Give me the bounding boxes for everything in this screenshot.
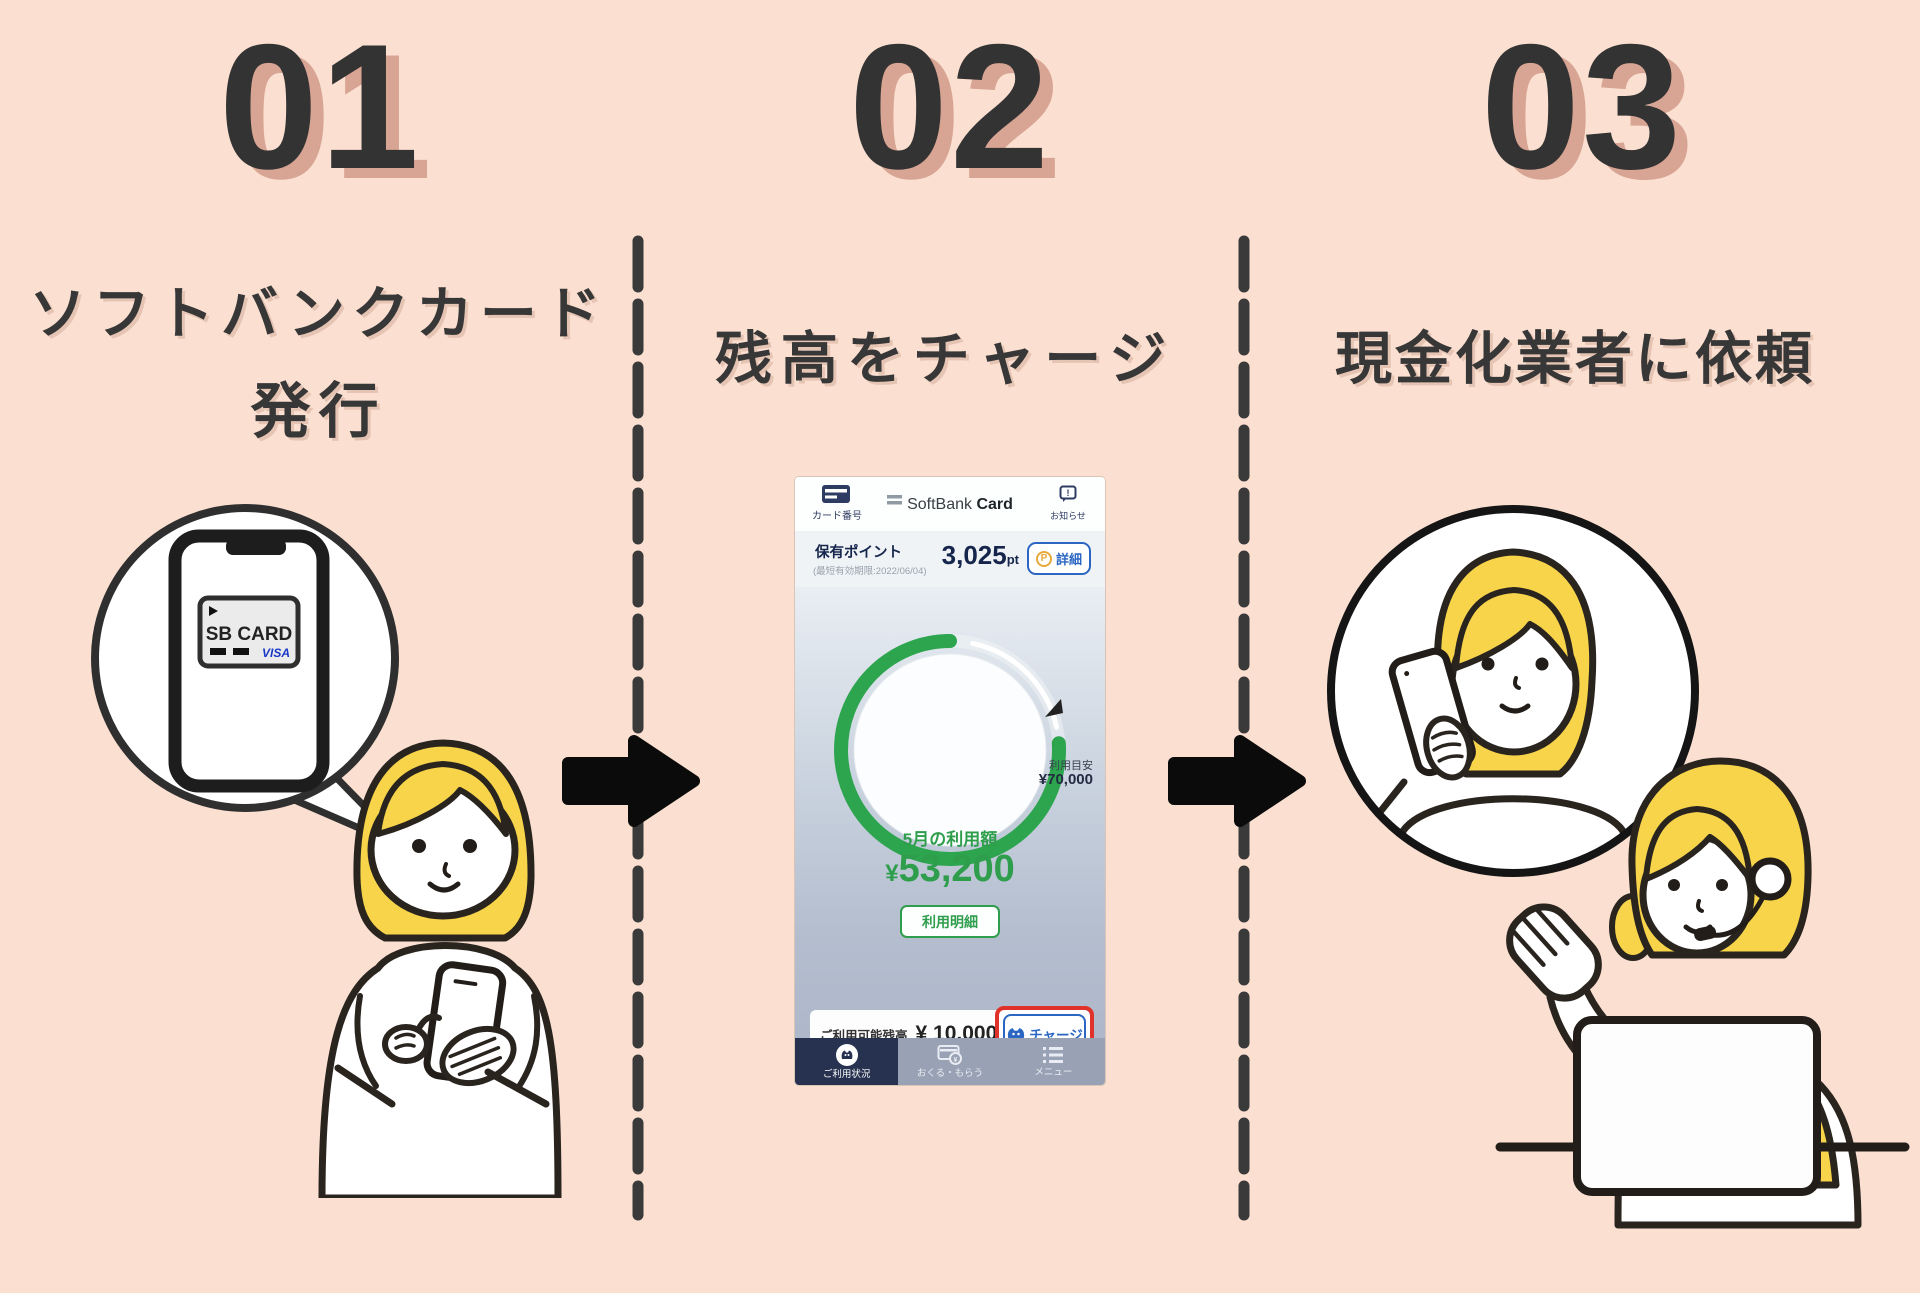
arrow-right-icon bbox=[562, 735, 700, 827]
softbank-card-logo: SoftBank Card bbox=[795, 493, 1105, 514]
waving-hand bbox=[1506, 903, 1602, 1002]
month-usage-label: 5月の利用額 bbox=[902, 830, 998, 849]
points-detail-label: 詳細 bbox=[1055, 552, 1082, 567]
target-value: ¥70,000 bbox=[1038, 771, 1093, 788]
step-1-number: 01 bbox=[219, 7, 421, 206]
notice-tab[interactable]: お知らせ bbox=[1050, 511, 1086, 521]
step-1-title-line2: 発行 bbox=[250, 378, 387, 445]
sb-card-graphic: SB CARD VISA bbox=[197, 595, 301, 669]
nav-menu-label: メニュー bbox=[1034, 1067, 1073, 1079]
target-label: 利用目安 bbox=[1049, 760, 1093, 772]
step-1-title-line1: ソフトバンクカード bbox=[29, 282, 608, 346]
usage-ring-gauge bbox=[834, 634, 1066, 866]
brand-light: SoftBank bbox=[907, 496, 973, 513]
app-header: カード番号 SoftBank Card ! お知らせ bbox=[795, 477, 1105, 532]
point-coin-icon: P bbox=[1035, 550, 1052, 567]
card-issue-bubble-illustration: SB CARD VISA bbox=[91, 504, 409, 852]
notice-bubble-icon[interactable]: ! bbox=[1059, 485, 1077, 503]
svg-text:¥: ¥ bbox=[954, 1057, 958, 1064]
month-usage-amount: ¥53,200 bbox=[885, 848, 1015, 890]
woman-calling-illustration bbox=[1327, 505, 1699, 877]
divider-line-1 bbox=[632, 235, 644, 1221]
usage-gauge-panel: 利用目安 ¥70,000 5月の利用額 ¥53,200 利用明細 ご利用可能残高… bbox=[795, 587, 1105, 1063]
nav-tab-usage[interactable]: ご利用状況 bbox=[795, 1038, 899, 1085]
card-number-icon[interactable] bbox=[821, 484, 851, 504]
visa-logo: VISA bbox=[262, 646, 290, 660]
nav-usage-label: ご利用状況 bbox=[822, 1069, 871, 1081]
points-value: 3,025pt bbox=[941, 540, 1019, 570]
dog-icon bbox=[1008, 1028, 1025, 1039]
laptop bbox=[1573, 1016, 1821, 1196]
phone-notch bbox=[226, 539, 286, 555]
card-number-tab[interactable]: カード番号 bbox=[812, 511, 862, 522]
softbank-bars-icon bbox=[887, 493, 903, 511]
svg-text:!: ! bbox=[1067, 488, 1070, 498]
softbank-card-app-screenshot: カード番号 SoftBank Card ! お知らせ 保有ポイント (最短有効期… bbox=[795, 477, 1105, 1085]
usage-detail-button[interactable]: 利用明細 bbox=[900, 905, 1000, 938]
sb-card-label: SB CARD bbox=[206, 624, 293, 645]
points-row: 保有ポイント (最短有効期限:2022/06/04) 3,025pt P 詳細 bbox=[795, 531, 1105, 587]
step-2-number: 02 bbox=[849, 7, 1051, 206]
gauge-used-arc bbox=[834, 634, 1066, 866]
points-label: 保有ポイント bbox=[815, 545, 902, 561]
step-2-title: 残高をチャージ bbox=[714, 327, 1176, 391]
send-receive-card-icon: ¥ bbox=[937, 1045, 962, 1066]
app-bottom-nav: ご利用状況 ¥ おくる・もらう メニュー bbox=[795, 1038, 1105, 1085]
menu-list-icon bbox=[1043, 1047, 1064, 1064]
divider-line-2 bbox=[1238, 235, 1250, 1221]
arrow-right-icon bbox=[1168, 735, 1306, 827]
points-detail-button[interactable]: P 詳細 bbox=[1027, 542, 1091, 575]
headset bbox=[1694, 857, 1792, 942]
step-3-number: 03 bbox=[1481, 7, 1683, 206]
nav-send-receive-label: おくる・もらう bbox=[916, 1068, 984, 1080]
dog-circle-icon bbox=[835, 1044, 858, 1067]
target-marker-icon bbox=[1045, 699, 1063, 717]
woman-using-phone-illustration bbox=[318, 739, 562, 1198]
points-expiry: (最短有効期限:2022/06/04) bbox=[813, 566, 927, 577]
operator-illustration bbox=[1495, 757, 1910, 1229]
brand-bold: Card bbox=[976, 496, 1013, 513]
step-3-title: 現金化業者に依頼 bbox=[1335, 327, 1815, 391]
nav-tab-send-receive[interactable]: ¥ おくる・もらう bbox=[898, 1038, 1002, 1085]
nav-tab-menu[interactable]: メニュー bbox=[1001, 1038, 1105, 1085]
